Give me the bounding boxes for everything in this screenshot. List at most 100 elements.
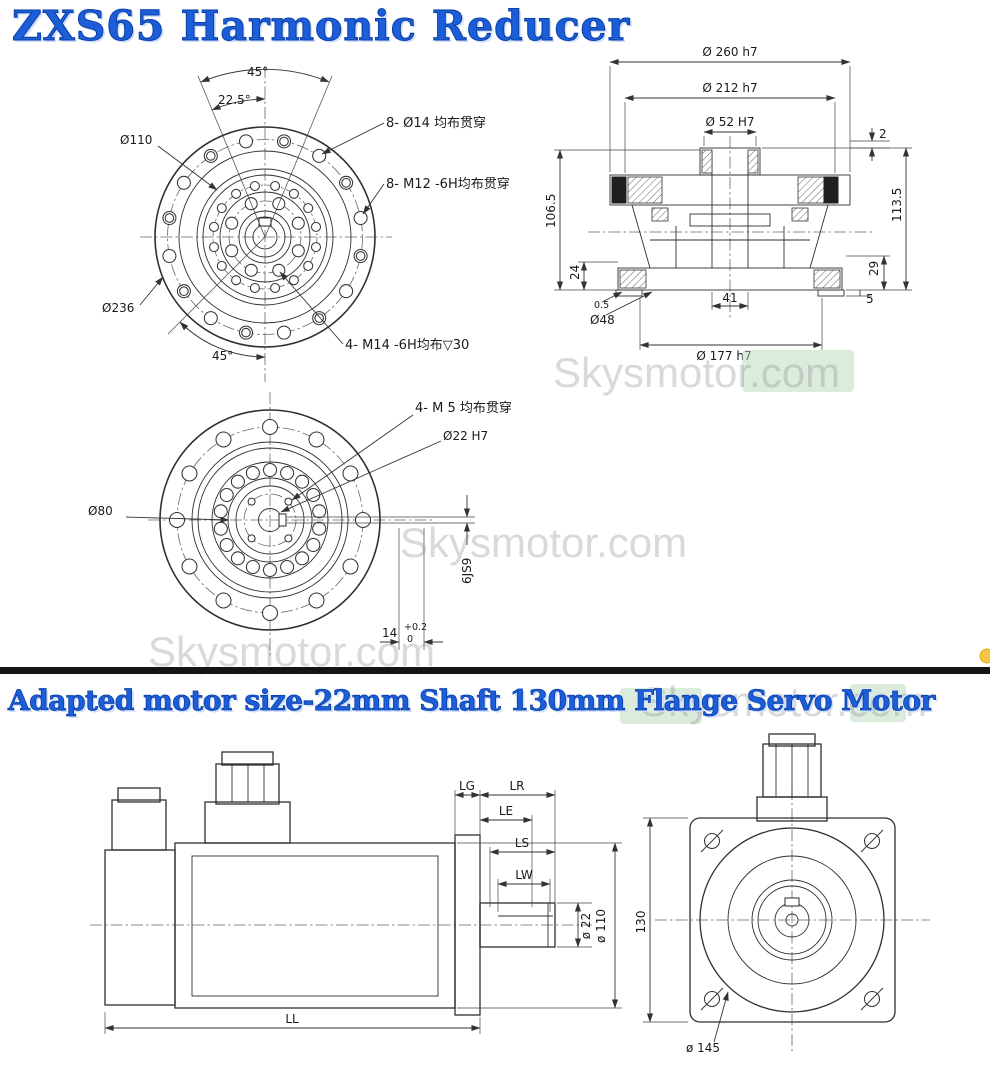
dim-label-tol-up: +0.2: [404, 622, 427, 633]
dim-label-shaft-dia: ø 22: [579, 913, 593, 939]
section-dimensions: [554, 58, 912, 350]
thread-circle: [314, 313, 325, 323]
hole: [162, 248, 177, 264]
motor-front-outline: [689, 733, 896, 1023]
dim-label-dia177: Ø 177 h7: [696, 349, 751, 363]
dim-label-tol-dn: 0: [407, 634, 413, 645]
hole: [308, 431, 325, 448]
dim-label-lg: LG: [459, 779, 475, 793]
motor-front-dimensions: [643, 817, 729, 1043]
motor-side-dimensions: [104, 790, 622, 1034]
dim-label-45-top: 45°: [247, 65, 268, 79]
output-bolt-holes: [168, 418, 372, 622]
dim-label-lr: LR: [509, 779, 524, 793]
hole: [244, 263, 258, 277]
mounting-holes: [700, 829, 884, 1011]
hole: [295, 474, 310, 489]
hole: [216, 203, 227, 214]
thread-circle: [164, 213, 175, 223]
hole: [238, 134, 254, 149]
section-hatching: [611, 149, 841, 289]
reducer-output-view: 4- M 5 均布贯穿 Ø22 H7 Ø80 6JS9 14 +0.2 0: [88, 392, 512, 656]
dim-label-dia22: Ø22 H7: [443, 429, 488, 443]
hole: [295, 551, 310, 566]
hole: [225, 244, 239, 258]
watermark-highlight: [742, 350, 854, 392]
dim-label-le: LE: [499, 804, 513, 818]
hole: [262, 462, 278, 478]
watermark-text: Skysmotor.com: [640, 678, 927, 725]
dim-label-22-5: 22.5°: [218, 93, 251, 107]
seal-block-left: [611, 176, 627, 204]
hole: [270, 180, 281, 192]
watermark-text: Skysmotor.com: [400, 519, 687, 566]
dim-label-113-5: 113.5: [890, 188, 904, 222]
dim-label-41: 41: [722, 291, 737, 305]
dim-label-dia80: Ø80: [88, 504, 113, 518]
hole: [225, 216, 239, 230]
main-title: ZXS65 Harmonic Reducer: [11, 2, 631, 51]
seal-block-right: [823, 176, 839, 204]
output-dimensions: [125, 414, 475, 650]
dim-label-dia260: Ø 260 h7: [702, 45, 757, 59]
dim-label-lw: LW: [515, 868, 533, 882]
watermark-text: Skysmotor.com: [553, 349, 840, 396]
shaft-keyway: [784, 897, 800, 907]
hole: [272, 263, 286, 277]
hole: [208, 242, 220, 253]
angle-dimensions: [167, 68, 333, 361]
hole: [213, 521, 228, 536]
hole: [303, 203, 314, 214]
watermark-highlight: [620, 688, 702, 724]
hole: [216, 260, 227, 271]
hole: [231, 188, 242, 199]
hole: [181, 558, 198, 575]
hole: [288, 188, 299, 199]
leader-lines: [139, 122, 385, 345]
hole: [312, 504, 327, 519]
dim-label-dia110: Ø110: [120, 133, 152, 147]
hole: [219, 537, 234, 553]
dim-label-dia48: Ø48: [590, 313, 615, 327]
hole: [249, 282, 260, 294]
hole: [213, 504, 228, 519]
hole: [247, 534, 256, 543]
hole: [342, 558, 359, 575]
hole: [270, 282, 281, 294]
hole: [181, 465, 198, 482]
m5-holes: [247, 497, 293, 543]
hole: [310, 221, 322, 232]
center-keyway: [258, 217, 272, 227]
dim-label-body-dia: ø 110: [594, 909, 608, 943]
motor-front-view: 130 ø 145: [634, 733, 930, 1055]
dim-label-0-5: 0.5: [594, 300, 609, 311]
watermark-highlight: [850, 684, 906, 722]
reducer-front-view: 45° 22.5° 45° Ø110 8- Ø14 均布贯穿 8- M12 -6…: [102, 65, 510, 382]
thread-circle: [355, 251, 366, 261]
dim-label-5: 5: [866, 292, 874, 306]
hole: [354, 511, 372, 529]
hole: [245, 465, 260, 481]
dim-label-ls: LS: [515, 836, 529, 850]
hole: [219, 487, 234, 503]
section-divider: [0, 667, 990, 674]
hole: [288, 275, 299, 286]
hole: [276, 325, 292, 340]
dim-label-dia236: Ø236: [102, 301, 134, 315]
motor-side-view: LG LR LE LS LW ø 22 ø 110 LL: [90, 751, 622, 1034]
label-holes-dia14: 8- Ø14 均布贯穿: [386, 115, 486, 131]
hole: [203, 311, 218, 326]
hole: [308, 592, 325, 609]
hole: [215, 431, 232, 448]
dim-label-dia212: Ø 212 h7: [702, 81, 757, 95]
hole: [230, 474, 245, 489]
hole: [176, 175, 191, 190]
hole: [310, 242, 322, 253]
inner-bolt-holes: [225, 197, 305, 277]
mid-bolt-holes: [208, 180, 322, 294]
hole: [208, 221, 220, 232]
dim-label-2: 2: [879, 127, 887, 141]
label-holes-m12: 8- M12 -6H均布贯穿: [386, 176, 510, 192]
label-holes-m14: 4- M14 -6H均布▽30: [345, 338, 469, 353]
